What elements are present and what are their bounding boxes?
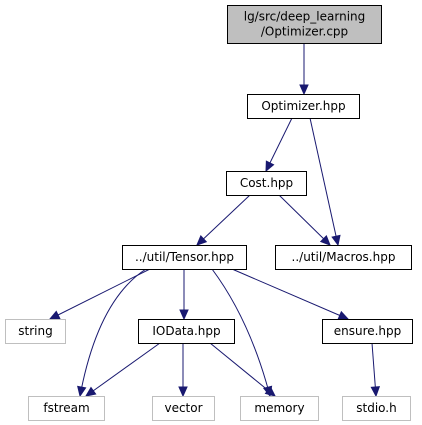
edge-tensor_hpp-to-fstream	[77, 268, 147, 398]
edge-line	[85, 342, 161, 397]
edge-line	[278, 194, 331, 246]
arrowhead	[178, 386, 188, 398]
arrowhead	[337, 310, 350, 320]
node-box	[247, 94, 360, 119]
node-string: string	[5, 319, 66, 344]
arrowhead	[48, 310, 61, 320]
arrowhead	[319, 234, 331, 246]
node-box	[342, 396, 411, 421]
edge-line	[209, 342, 276, 397]
node-iodata-hpp[interactable]: IOData.hpp	[138, 319, 235, 344]
edge-line	[211, 268, 271, 397]
node-macros-hpp[interactable]: ../util/Macros.hpp	[275, 245, 412, 270]
node-stdio-h: stdio.h	[342, 396, 411, 421]
arrowhead	[265, 160, 275, 173]
edge-optimizer_hpp-to-macros_hpp	[309, 117, 341, 247]
edge-tensor_hpp-to-iodata_hpp	[179, 269, 189, 321]
edge-line	[231, 268, 349, 320]
node-label: /Optimizer.cpp	[261, 25, 348, 39]
node-box	[226, 171, 307, 196]
node-label: string	[18, 324, 52, 338]
edge-ensure_hpp-to-stdio_h	[370, 342, 381, 398]
arrowhead	[84, 386, 97, 397]
edges-layer	[48, 43, 381, 398]
node-box	[152, 396, 215, 421]
node-memory: memory	[240, 396, 319, 421]
node-label: stdio.h	[356, 401, 396, 415]
edge-optimizer_cpp-to-optimizer_hpp	[299, 43, 309, 96]
nodes-layer: lg/src/deep_learning/Optimizer.cppOptimi…	[5, 5, 413, 421]
node-label: vector	[164, 401, 202, 415]
edge-cost_hpp-to-tensor_hpp	[196, 194, 251, 246]
node-label: memory	[254, 401, 304, 415]
node-cost-hpp[interactable]: Cost.hpp	[226, 171, 307, 196]
arrowhead	[299, 84, 309, 96]
node-box	[227, 5, 382, 44]
node-vector: vector	[152, 396, 215, 421]
edge-line	[196, 194, 251, 246]
node-tensor-hpp[interactable]: ../util/Tensor.hpp	[122, 245, 247, 270]
node-box	[322, 319, 413, 344]
node-label: ensure.hpp	[334, 324, 402, 338]
node-optimizer-hpp[interactable]: Optimizer.hpp	[247, 94, 360, 119]
node-box	[122, 245, 247, 270]
node-box	[240, 396, 319, 421]
edge-iodata_hpp-to-fstream	[84, 342, 161, 397]
edge-tensor_hpp-to-ensure_hpp	[231, 268, 350, 320]
edge-iodata_hpp-to-memory	[209, 342, 276, 397]
node-label: Cost.hpp	[240, 176, 293, 190]
edge-line	[49, 268, 151, 320]
edge-line	[265, 117, 293, 172]
arrowhead	[179, 309, 189, 321]
node-box	[28, 396, 105, 421]
edge-cost_hpp-to-macros_hpp	[278, 194, 331, 246]
node-box	[5, 319, 66, 344]
arrowhead	[196, 235, 208, 246]
node-box	[275, 245, 412, 270]
node-label: ../util/Tensor.hpp	[135, 250, 234, 264]
node-fstream: fstream	[28, 396, 105, 421]
node-label: ../util/Macros.hpp	[292, 250, 396, 264]
edge-iodata_hpp-to-vector	[178, 343, 188, 398]
node-label: Optimizer.hpp	[261, 99, 345, 113]
arrowhead	[331, 234, 341, 247]
node-label: fstream	[43, 401, 89, 415]
arrowhead	[77, 385, 87, 398]
edge-line	[309, 117, 339, 246]
arrowhead	[264, 386, 276, 397]
edge-tensor_hpp-to-string	[48, 268, 151, 320]
node-label: IOData.hpp	[152, 324, 220, 338]
node-ensure-hpp[interactable]: ensure.hpp	[322, 319, 413, 344]
node-optimizer-cpp[interactable]: lg/src/deep_learning/Optimizer.cpp	[227, 5, 382, 44]
edge-line	[79, 268, 147, 397]
node-box	[138, 319, 235, 344]
edge-optimizer_hpp-to-cost_hpp	[265, 117, 293, 173]
node-label: lg/src/deep_learning	[244, 10, 366, 24]
arrowhead	[370, 386, 381, 398]
